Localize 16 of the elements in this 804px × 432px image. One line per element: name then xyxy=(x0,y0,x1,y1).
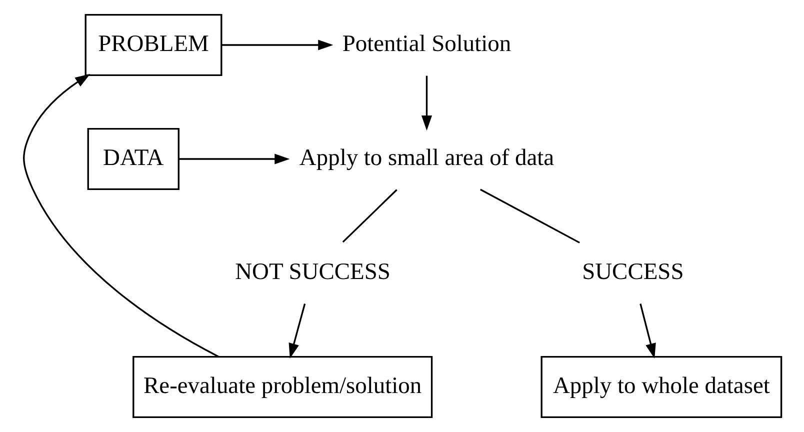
arrow xyxy=(288,304,306,358)
node-text: Potential Solution xyxy=(342,31,511,58)
node-text: SUCCESS xyxy=(582,259,684,286)
node-box: DATA xyxy=(86,128,179,190)
node-box: PROBLEM xyxy=(84,14,222,76)
node-text: Apply to small area of data xyxy=(298,145,554,172)
connector xyxy=(480,188,580,244)
arrow xyxy=(22,74,219,358)
arrow xyxy=(420,76,432,131)
arrow xyxy=(178,154,290,164)
arrow xyxy=(221,40,333,50)
node-box: Apply to whole dataset xyxy=(540,356,782,418)
node-text: NOT SUCCESS xyxy=(234,259,390,286)
arrow xyxy=(639,304,656,359)
node-box: Re-evaluate problem/solution xyxy=(132,356,432,418)
connector xyxy=(342,189,397,243)
